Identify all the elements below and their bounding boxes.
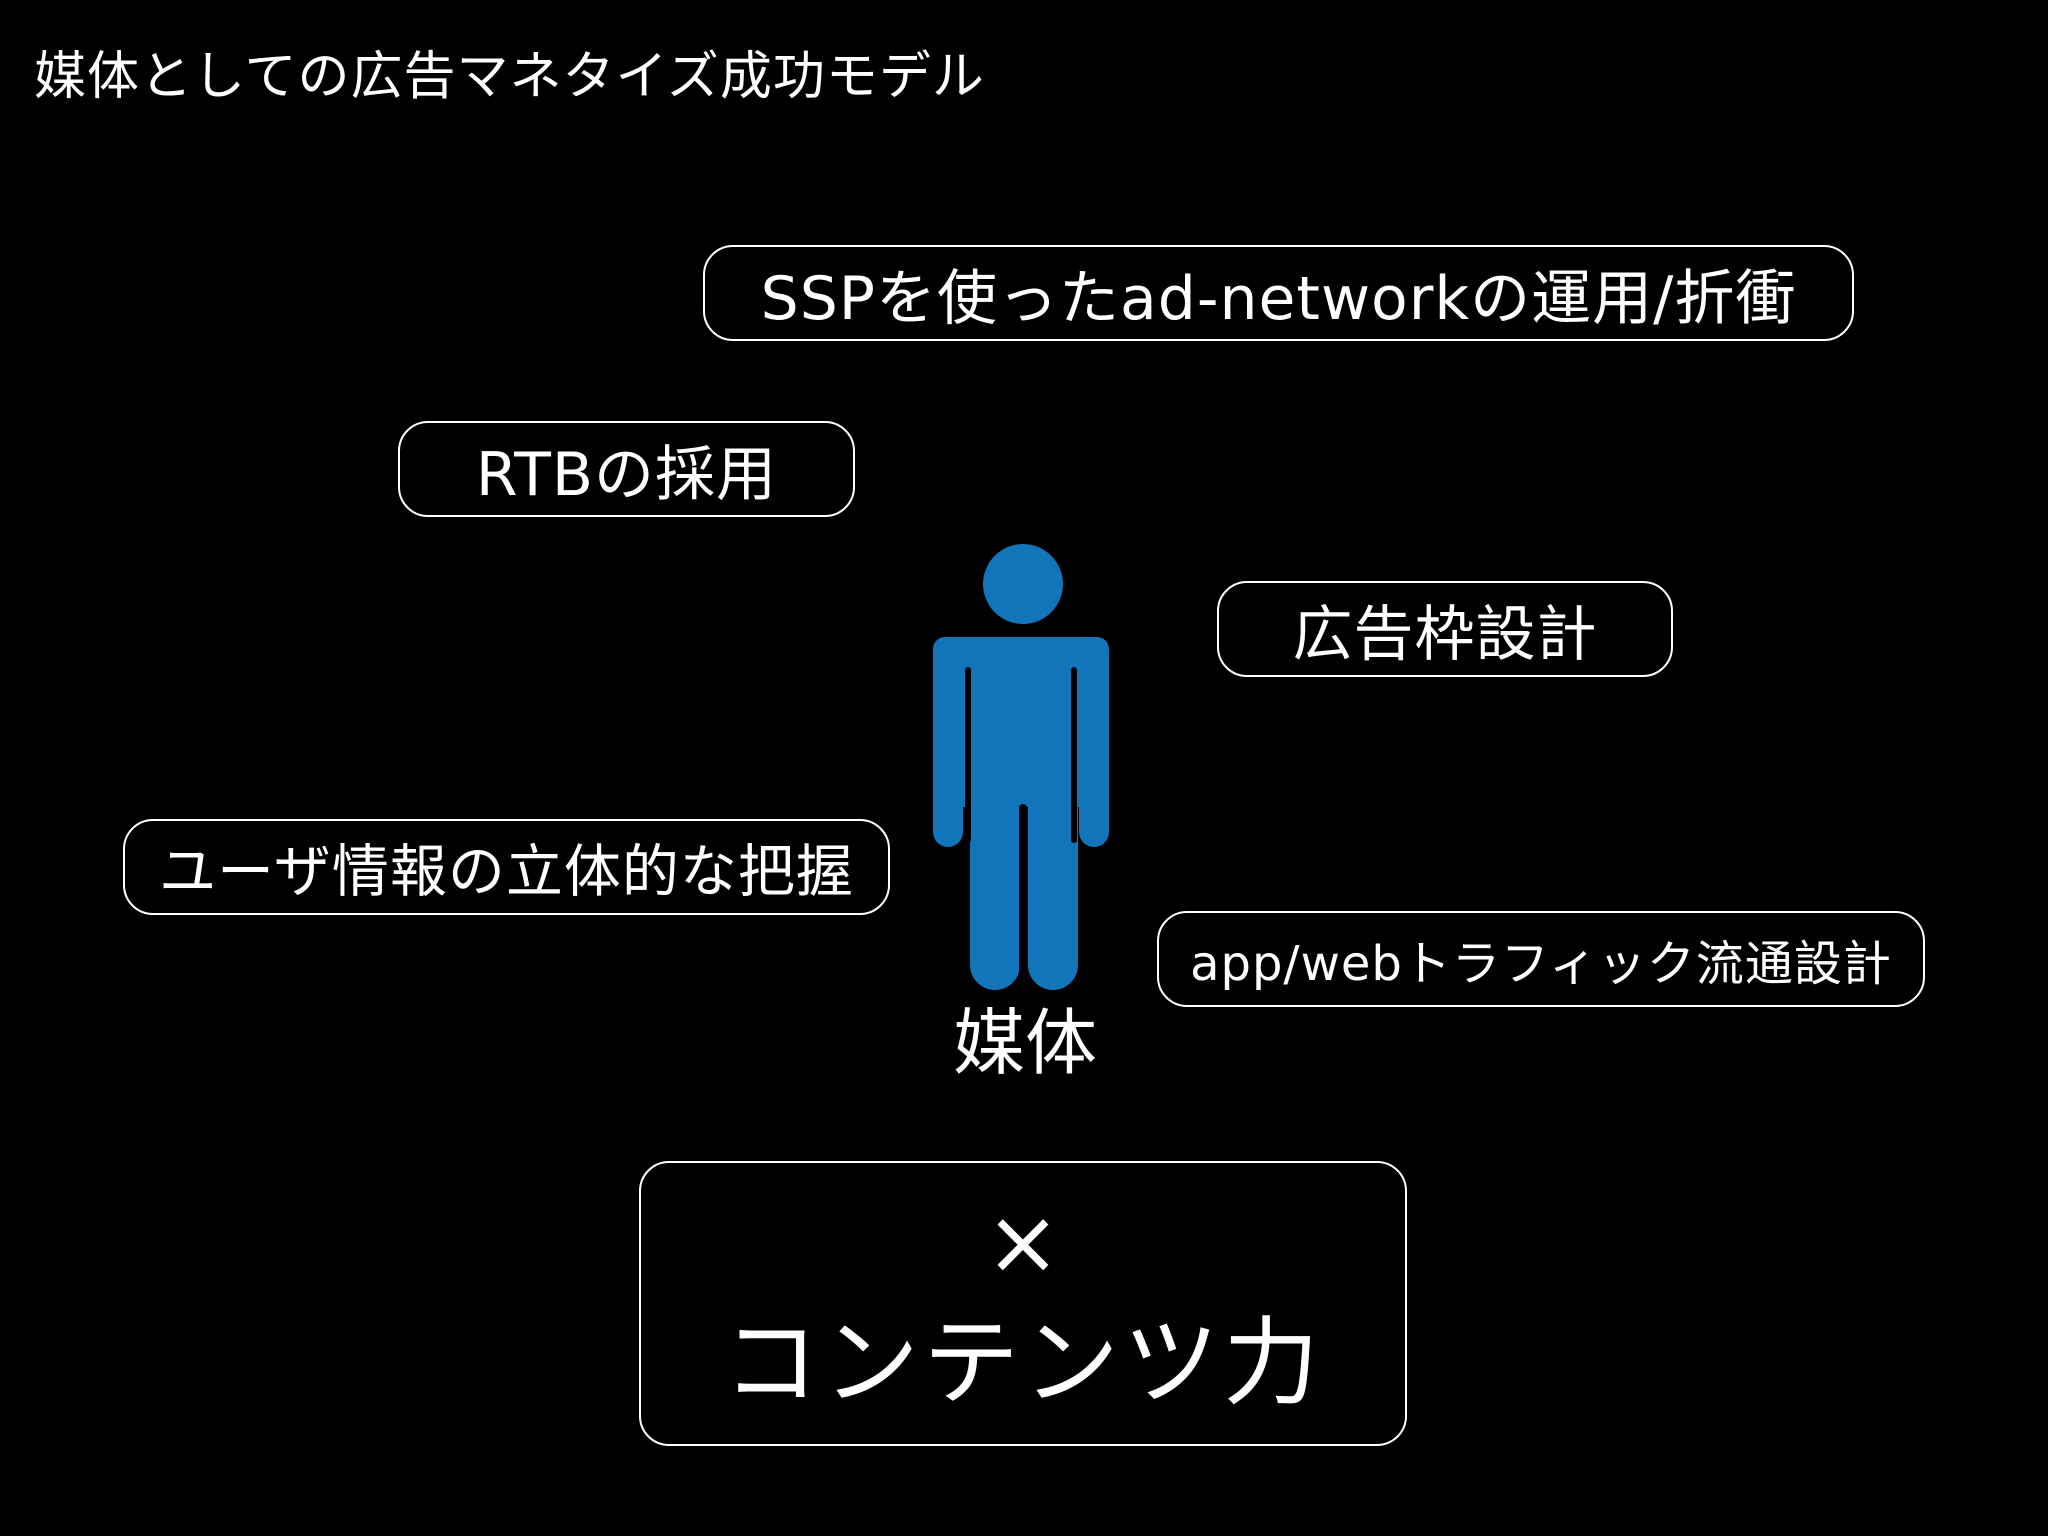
person-torso bbox=[933, 637, 1109, 807]
tag-rtb: RTBの採用 bbox=[398, 421, 855, 517]
media-label: 媒体 bbox=[952, 1001, 1097, 1085]
slide-title: 媒体としての広告マネタイズ成功モデル bbox=[34, 47, 985, 107]
tag-user-info: ユーザ情報の立体的な把握 bbox=[123, 819, 890, 915]
tag-traffic-design: app/webトラフィック流通設計 bbox=[1157, 911, 1925, 1007]
person-left-arm bbox=[933, 637, 963, 847]
person-icon bbox=[930, 540, 1110, 990]
person-head bbox=[983, 544, 1063, 624]
person-left-leg bbox=[970, 770, 1020, 990]
content-power-label: コンテンツ力 bbox=[723, 1307, 1323, 1419]
tag-ad-slot-design: 広告枠設計 bbox=[1217, 581, 1673, 677]
times-mark: × bbox=[985, 1190, 1061, 1295]
person-right-arm bbox=[1079, 637, 1109, 847]
person-right-leg bbox=[1028, 770, 1078, 990]
tag-ssp-ad-network: SSPを使ったad-networkの運用/折衝 bbox=[703, 245, 1854, 341]
content-power-box: × コンテンツ力 bbox=[639, 1161, 1407, 1446]
